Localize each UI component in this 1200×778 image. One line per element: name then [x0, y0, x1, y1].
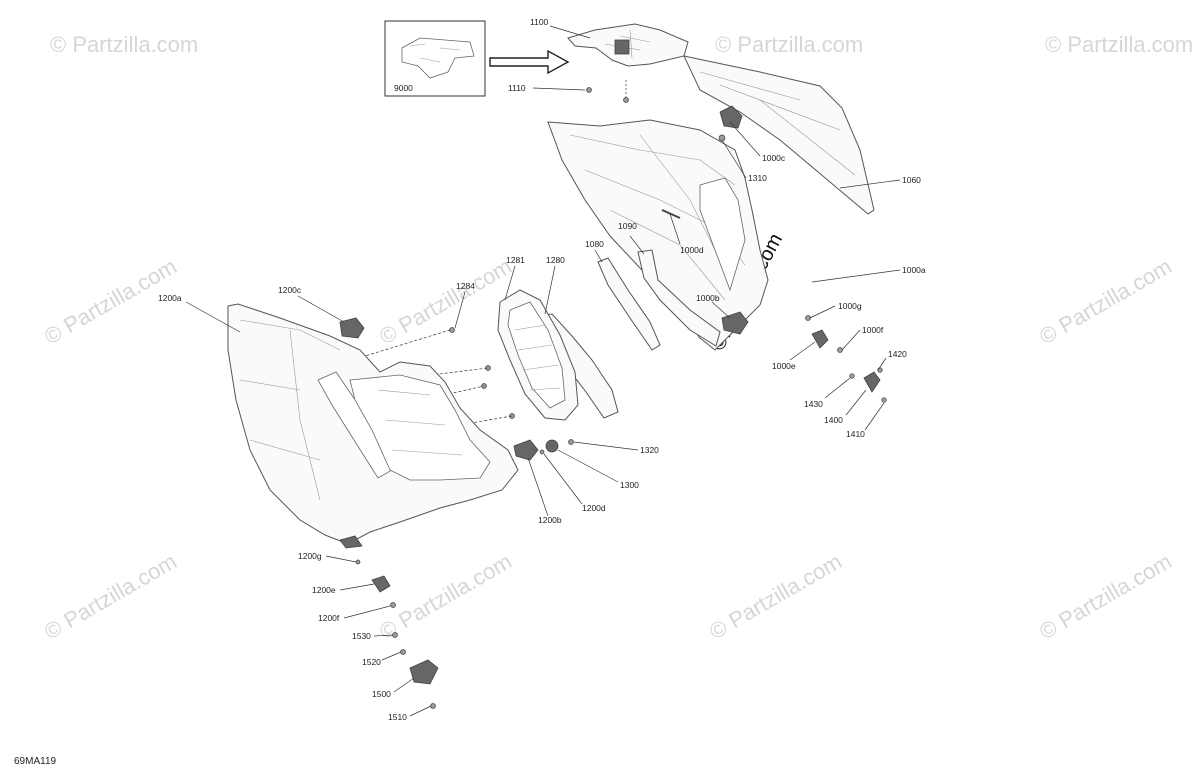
callout-1530: 1530: [352, 631, 371, 641]
callout-1200a: 1200a: [158, 293, 182, 303]
part-1200g-washer: [355, 559, 361, 565]
part-1410-screw: [881, 397, 887, 403]
watermark: © Partzilla.com: [375, 549, 516, 645]
part-1320-screw: [568, 439, 574, 445]
callout-1200c: 1200c: [278, 285, 302, 295]
callout-labels: 1100 1110 1060 1000c 1310 1000d 1000a 10…: [158, 17, 926, 722]
watermark: © Partzilla.com: [1045, 32, 1193, 57]
part-1000b-clip: [721, 311, 749, 335]
inset-decal-detail: [409, 43, 461, 63]
part-1090-strip: [637, 249, 721, 347]
callout-1310: 1310: [748, 173, 767, 183]
callout-1281: 1281: [506, 255, 525, 265]
callout-1284: 1284: [456, 281, 475, 291]
callout-1090: 1090: [618, 221, 637, 231]
part-1430-washer: [849, 373, 855, 379]
callout-1410: 1410: [846, 429, 865, 439]
center-parts: [351, 289, 619, 431]
watermark: © Partzilla.com: [375, 254, 516, 350]
part-1200f-screw: [390, 602, 396, 608]
callout-1400: 1400: [824, 415, 843, 425]
part-1200d-washer: [539, 449, 545, 455]
figure-code: 69MA119: [14, 756, 57, 767]
callout-1200f: 1200f: [318, 613, 340, 623]
callout-1000e: 1000e: [772, 361, 796, 371]
callout-1430: 1430: [804, 399, 823, 409]
callout-1110: 1110: [508, 83, 526, 93]
part-1200c-clip: [339, 317, 365, 339]
callout-1000f: 1000f: [862, 325, 884, 335]
callout-1000c: 1000c: [762, 153, 786, 163]
inset-9000: 9000: [384, 20, 486, 97]
callout-1320: 1320: [640, 445, 659, 455]
callout-1300: 1300: [620, 480, 639, 490]
part-1000d-screw: [661, 209, 681, 219]
trim-strips: [597, 249, 721, 351]
right-side-panel-assembly: [547, 23, 875, 353]
callout-9000: 9000: [394, 83, 413, 93]
callout-1500: 1500: [372, 689, 391, 699]
part-1520-washer: [400, 649, 406, 655]
watermark: © Partzilla.com: [1035, 549, 1176, 645]
callout-1200b: 1200b: [538, 515, 562, 525]
callout-1200e: 1200e: [312, 585, 336, 595]
callout-1520: 1520: [362, 657, 381, 667]
callout-1000a: 1000a: [902, 265, 926, 275]
callout-1200d: 1200d: [582, 503, 606, 513]
part-1400-latch: [863, 371, 881, 393]
part-1510-screw: [430, 703, 436, 709]
callout-1200g: 1200g: [298, 551, 322, 561]
part-1080-strip: [597, 257, 661, 351]
watermark: © Partzilla.com: [715, 32, 863, 57]
callout-1080: 1080: [585, 239, 604, 249]
callout-1280: 1280: [546, 255, 565, 265]
callout-1000g: 1000g: [838, 301, 862, 311]
callout-1060: 1060: [902, 175, 921, 185]
arrow-shape: [489, 49, 570, 75]
part-1200e-nut: [371, 575, 391, 593]
callout-1000d: 1000d: [680, 245, 704, 255]
part-1110-screw: [623, 97, 629, 103]
callout-1510: 1510: [388, 712, 407, 722]
inset-decal-shape: [401, 37, 475, 79]
part-1000c-fastener: [719, 105, 743, 129]
part-1200b-clip: [513, 439, 539, 461]
left-side-panel-assembly: [227, 303, 887, 709]
indicator-arrow: [489, 49, 570, 75]
part-1200a-latch: [339, 535, 363, 549]
watermark: © Partzilla.com: [40, 549, 181, 645]
leader-lines: [185, 25, 901, 717]
part-1110-screw: [586, 87, 592, 93]
part-1310-screw: [718, 134, 726, 142]
part-1000g-washer: [805, 315, 811, 321]
callout-1000b: 1000b: [696, 293, 720, 303]
watermark: © Partzilla.com: [1035, 254, 1176, 350]
part-1300-nut: [545, 439, 559, 453]
part-1530-screw: [392, 632, 398, 638]
watermark: © Partzilla.com: [50, 32, 198, 57]
part-1284-nut: [509, 413, 515, 419]
part-1284-nut: [449, 327, 455, 333]
part-1000e-nut: [811, 329, 829, 349]
part-1000f-screw: [837, 347, 843, 353]
watermark: © Partzilla.com: [705, 549, 846, 645]
part-1500-latch: [409, 659, 439, 685]
callout-1420: 1420: [888, 349, 907, 359]
callout-1100: 1100: [530, 17, 549, 27]
